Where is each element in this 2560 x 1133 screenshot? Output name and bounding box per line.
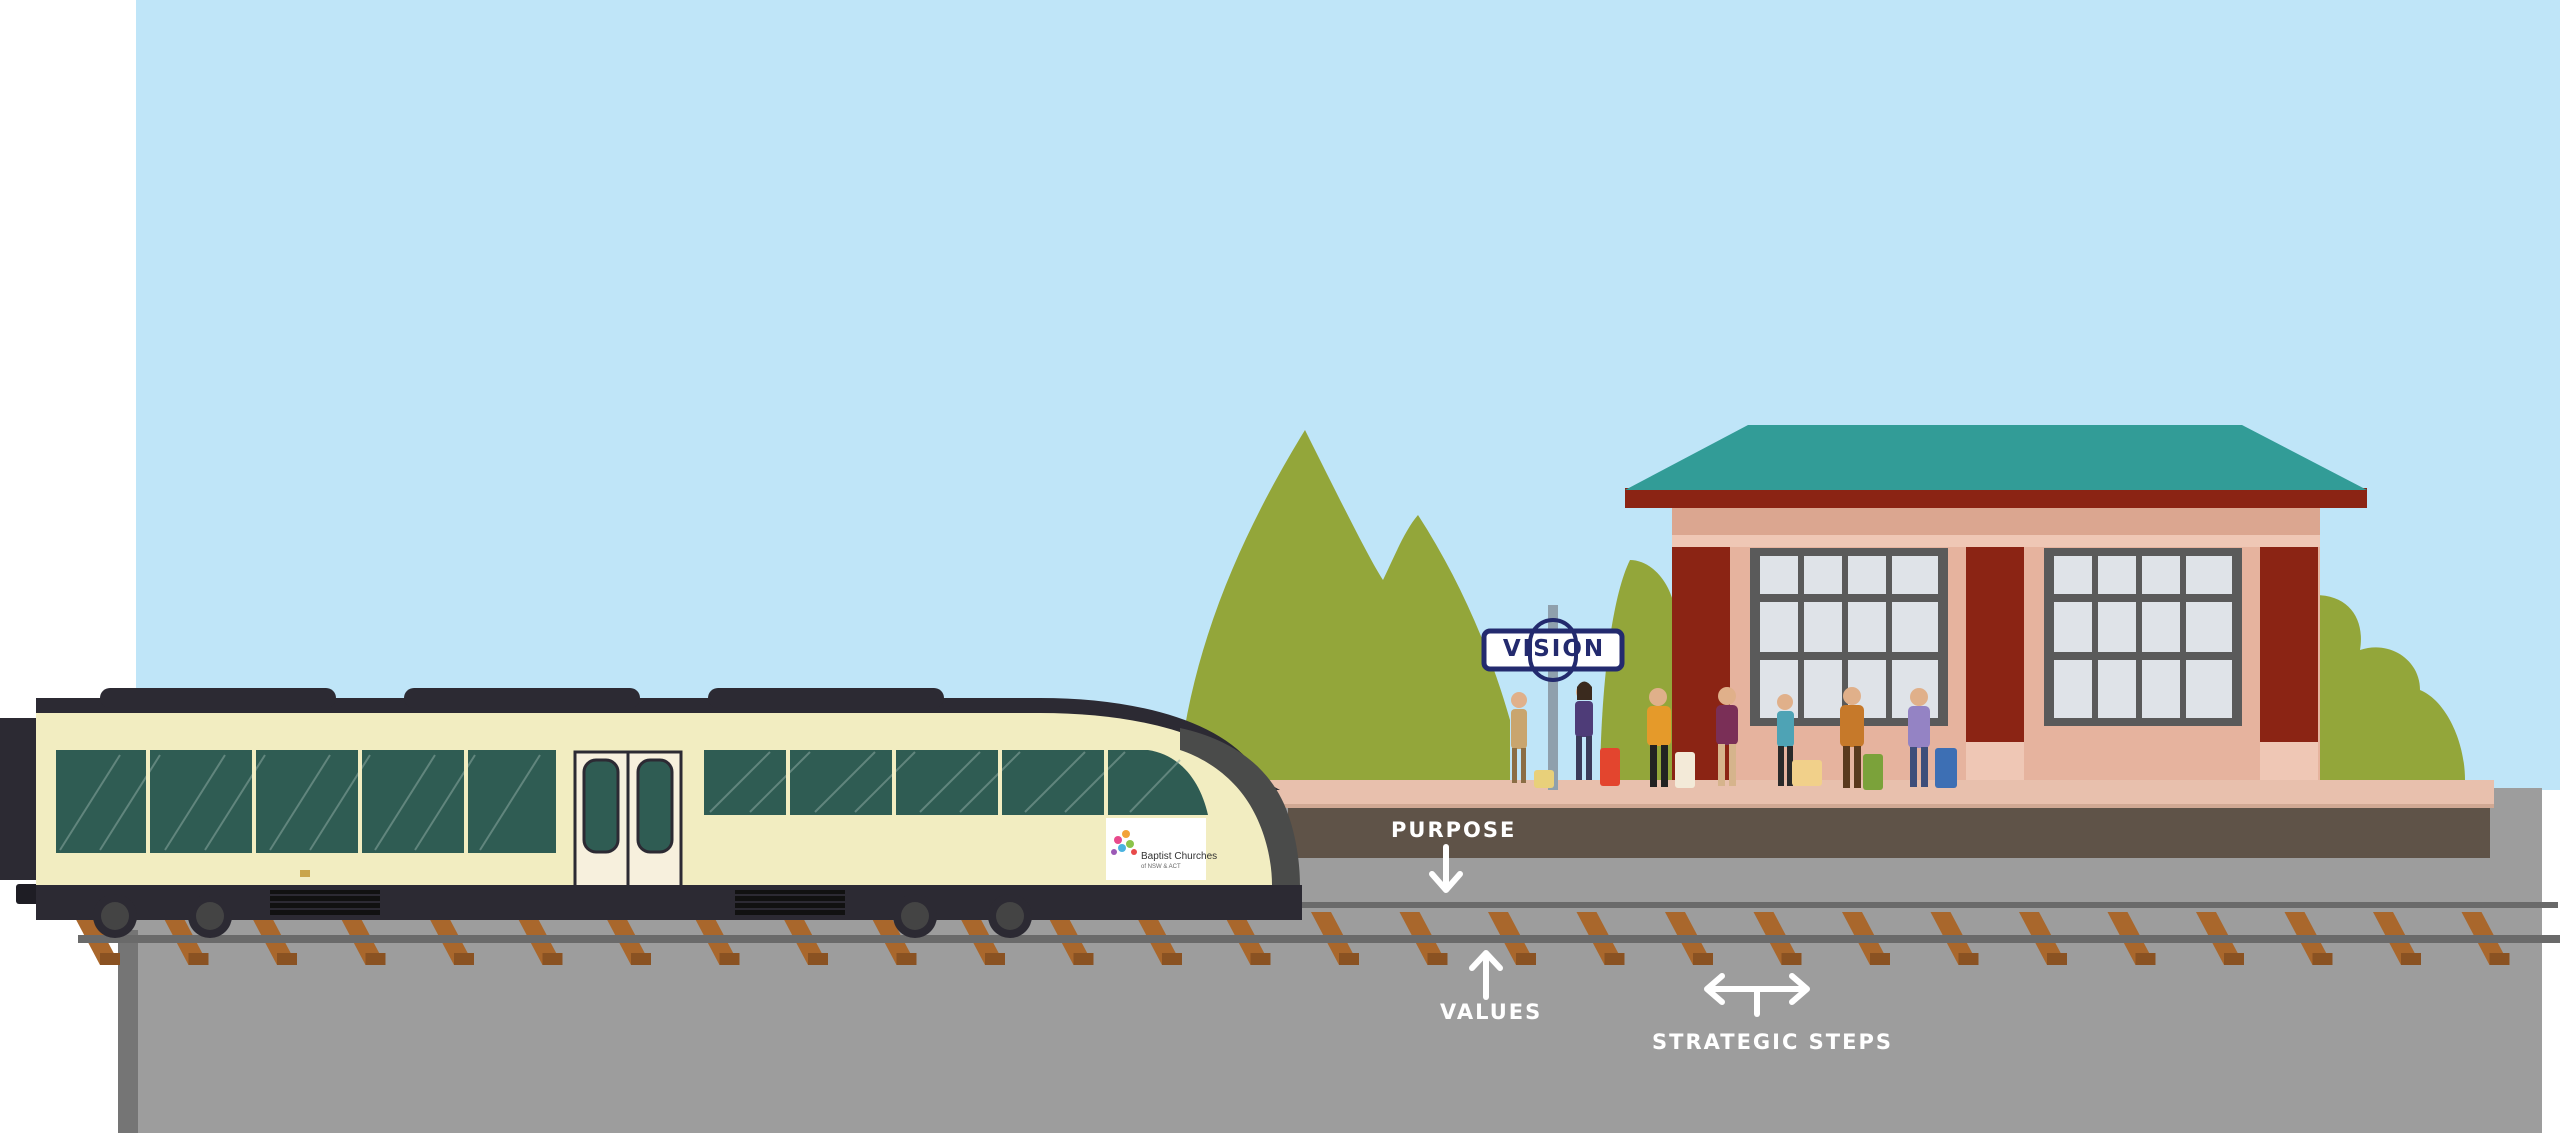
baptist-logo-text: Baptist Churches of NSW & ACT bbox=[1141, 851, 1217, 873]
station-roof bbox=[1625, 425, 2367, 490]
sleeper-shadow bbox=[1781, 953, 1802, 965]
vision-sign-text: VISION bbox=[1502, 636, 1606, 662]
sleeper-shadow bbox=[2224, 953, 2244, 965]
sleeper-shadow bbox=[2489, 953, 2510, 965]
sleeper-shadow bbox=[542, 953, 563, 965]
platform bbox=[1262, 780, 2494, 858]
sign-pole bbox=[1548, 605, 1558, 790]
person-1 bbox=[1511, 692, 1527, 783]
sleeper-shadow bbox=[2047, 953, 2067, 965]
values-label: VALUES bbox=[1440, 1000, 1543, 1024]
sleeper-shadow bbox=[1339, 953, 1359, 965]
station-roof-trim bbox=[1625, 488, 2367, 508]
sleeper-shadow bbox=[454, 953, 474, 965]
person-2 bbox=[1575, 681, 1593, 780]
sleeper-shadow bbox=[2135, 953, 2156, 965]
train-door bbox=[573, 750, 683, 904]
person-7 bbox=[1908, 688, 1930, 787]
person-4 bbox=[1716, 687, 1738, 786]
sleeper-shadow bbox=[1516, 953, 1536, 965]
train-windows-front bbox=[704, 750, 1208, 815]
rail-front bbox=[78, 935, 2560, 943]
sleeper-shadow bbox=[1073, 953, 1094, 965]
sleeper-shadow bbox=[985, 953, 1005, 965]
arrow-down-icon bbox=[1429, 844, 1463, 893]
sleeper-shadow bbox=[1870, 953, 1890, 965]
person-6 bbox=[1840, 687, 1864, 788]
train-wheels bbox=[93, 894, 1032, 938]
railway-track bbox=[72, 902, 2560, 965]
logo-subtitle: of NSW & ACT bbox=[1141, 864, 1181, 870]
ground-edge bbox=[118, 930, 138, 1133]
vision-sign-cap bbox=[1528, 618, 1578, 682]
sleeper-shadow bbox=[896, 953, 917, 965]
sleeper-shadow bbox=[719, 953, 740, 965]
sleeper-shadow bbox=[1958, 953, 1979, 965]
station-window-right bbox=[2044, 548, 2242, 726]
sleeper-shadow bbox=[808, 953, 828, 965]
sleeper-shadow bbox=[1250, 953, 1271, 965]
arrow-up-icon bbox=[1469, 950, 1503, 1000]
passengers bbox=[1511, 681, 1957, 790]
train-undercarriage bbox=[36, 885, 1302, 920]
sleeper-shadow bbox=[1604, 953, 1625, 965]
sleeper-shadow bbox=[365, 953, 386, 965]
sleeper-shadow bbox=[1693, 953, 1713, 965]
strategic-steps-label: STRATEGIC STEPS bbox=[1652, 1030, 1893, 1054]
sleeper-shadow bbox=[1162, 953, 1182, 965]
rail-back bbox=[1300, 902, 2558, 908]
sleeper-shadow bbox=[2401, 953, 2421, 965]
arrow-left-right-icon bbox=[1704, 973, 1810, 1017]
logo-name: Baptist Churches bbox=[1141, 851, 1218, 862]
train-nose bbox=[1180, 728, 1300, 885]
sleeper-shadow bbox=[100, 953, 120, 965]
sleeper-shadow bbox=[2312, 953, 2333, 965]
vision-sign bbox=[1481, 628, 1625, 672]
purpose-label: PURPOSE bbox=[1391, 818, 1517, 842]
sleeper-shadow bbox=[1427, 953, 1448, 965]
person-5 bbox=[1777, 694, 1794, 786]
train-windows-rear bbox=[56, 750, 556, 853]
sleeper-shadow bbox=[277, 953, 297, 965]
person-3 bbox=[1647, 688, 1671, 787]
sleeper-shadow bbox=[631, 953, 651, 965]
train bbox=[0, 688, 1302, 938]
sleeper-shadow bbox=[188, 953, 209, 965]
